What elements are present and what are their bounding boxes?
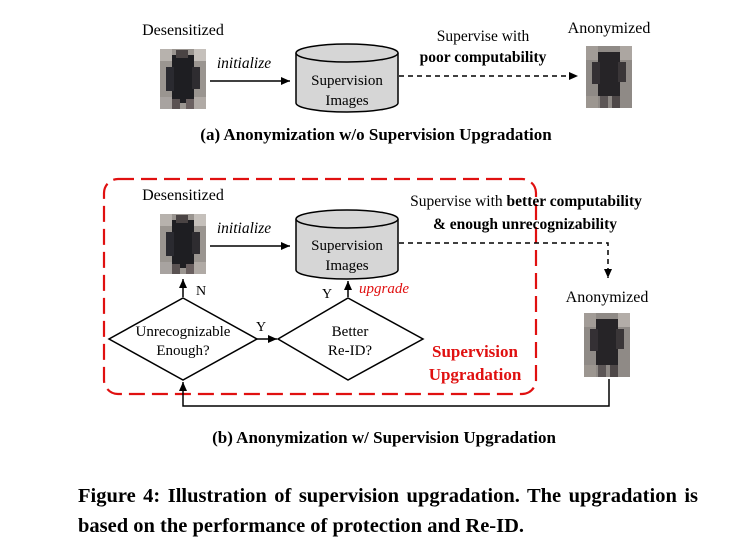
desensitized-image-a bbox=[160, 49, 206, 109]
desensitized-label-b: Desensitized bbox=[142, 187, 224, 204]
db-label-line1-a: Supervision bbox=[311, 73, 383, 89]
initialize-label-b: initialize bbox=[217, 220, 271, 237]
anonymized-image-a bbox=[586, 46, 632, 108]
upgrade-label: upgrade bbox=[359, 281, 409, 297]
anonymized-image-b bbox=[584, 313, 630, 377]
desensitized-label-a: Desensitized bbox=[142, 22, 224, 39]
supervise-arrow-b bbox=[399, 242, 612, 278]
unrecognizable-enough-decision bbox=[107, 297, 259, 381]
region-label-line2: Upgradation bbox=[429, 365, 522, 384]
supervise-line1-a: Supervise with bbox=[437, 28, 530, 45]
supervise-line2-b: & enough unrecognizability bbox=[433, 216, 617, 233]
better-reid-decision bbox=[276, 297, 425, 381]
desensitized-image-b bbox=[160, 214, 206, 274]
anonymized-label-b: Anonymized bbox=[566, 289, 649, 306]
subcaption-a: (a) Anonymization w/o Supervision Upgrad… bbox=[200, 125, 552, 144]
supervision-images-db-a bbox=[295, 43, 399, 113]
initialize-label-a: initialize bbox=[217, 55, 271, 72]
supervision-upgradation-region bbox=[102, 177, 538, 396]
region-label-line1: Supervision bbox=[432, 342, 519, 361]
diamond2-line2: Re-ID? bbox=[328, 343, 372, 359]
supervision-images-db-b bbox=[295, 209, 399, 280]
db-label-line1-b: Supervision bbox=[311, 238, 383, 254]
y-label-mid: Y bbox=[256, 320, 266, 335]
supervise-line2-a: poor computability bbox=[420, 49, 547, 66]
diamond2-line1: Better bbox=[332, 324, 369, 340]
subcaption-b: (b) Anonymization w/ Supervision Upgrada… bbox=[212, 428, 556, 447]
anonymized-label-a: Anonymized bbox=[568, 20, 651, 37]
feedback-arrow bbox=[179, 379, 610, 407]
figure-caption: Figure 4: Illustration of supervision up… bbox=[78, 485, 698, 537]
supervise-line1-b: Supervise with better computability bbox=[410, 193, 642, 210]
diamond1-line2: Enough? bbox=[156, 343, 210, 359]
diamond1-line1: Unrecognizable bbox=[136, 324, 231, 340]
n-label: N bbox=[196, 284, 206, 299]
y-label-upgrade: Y bbox=[322, 287, 332, 302]
db-label-line2-b: Images bbox=[325, 258, 368, 274]
db-label-line2-a: Images bbox=[325, 93, 368, 109]
